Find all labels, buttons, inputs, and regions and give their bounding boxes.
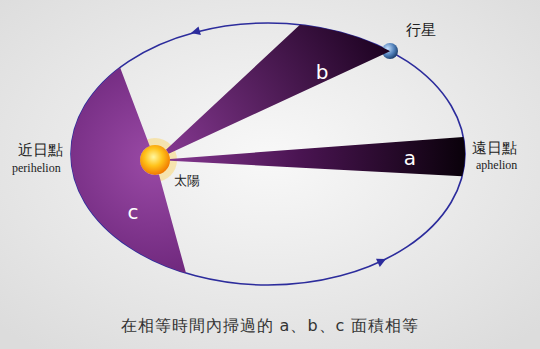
sector-fill — [170, 137, 465, 176]
perihelion-label: 近日點 — [18, 142, 63, 159]
sector-shape — [71, 67, 186, 274]
sector-shape — [169, 137, 465, 177]
sector-letter: c — [128, 201, 139, 223]
sector-letter: a — [404, 147, 416, 169]
sector-letter: b — [316, 61, 329, 83]
sun — [140, 145, 170, 175]
perihelion-english: perihelion — [12, 162, 61, 175]
orbit-arrowhead — [191, 26, 201, 35]
sector-fill — [166, 25, 390, 154]
planet-label: 行星 — [406, 22, 436, 39]
orbit-arrowhead — [376, 259, 386, 267]
swept-area-sector: a — [169, 137, 465, 177]
sector-shape — [165, 24, 390, 154]
sun-label: 太陽 — [174, 174, 200, 188]
caption: 在相等時間內掃過的 a、b、c 面積相等 — [121, 317, 420, 335]
orbit-ellipse — [71, 23, 465, 285]
sector-fill — [71, 67, 186, 273]
swept-area-sector: b — [165, 24, 390, 154]
aphelion-english: aphelion — [476, 159, 517, 172]
aphelion-label: 遠日點 — [472, 140, 517, 157]
swept-area-sector: c — [71, 67, 186, 274]
